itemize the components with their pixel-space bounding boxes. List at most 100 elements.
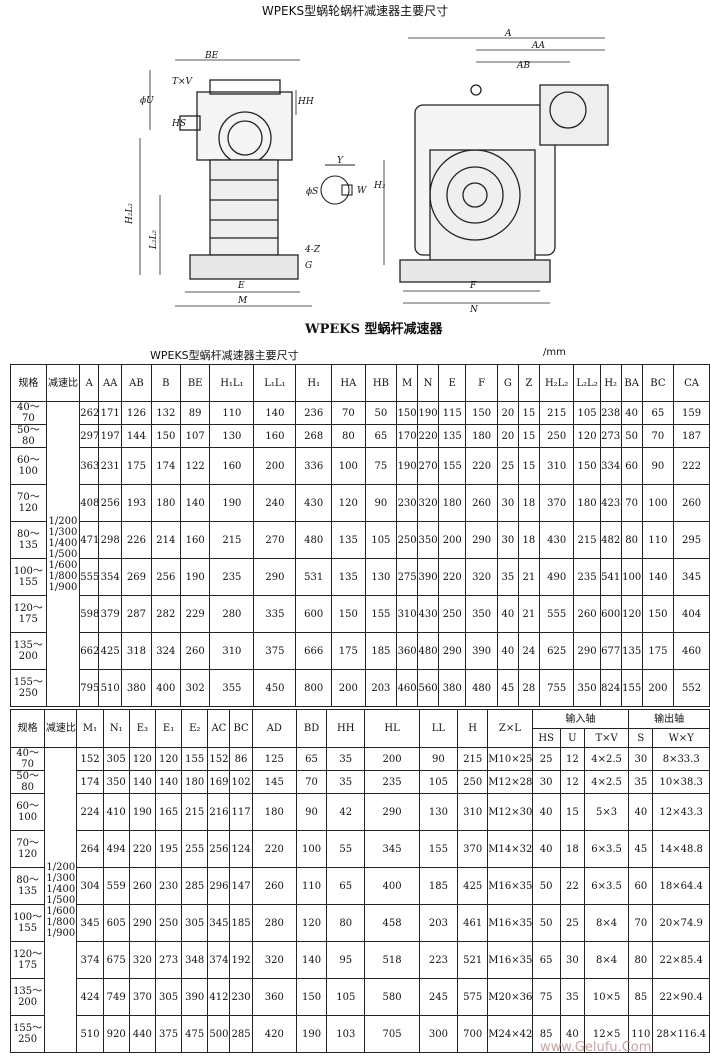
table-cell: M14×32 — [487, 830, 533, 868]
table-cell: 282 — [150, 595, 181, 633]
table-cell: 250 — [438, 595, 467, 633]
table-cell: 8×4 — [583, 904, 630, 942]
table-cell: 800 — [295, 669, 333, 707]
table-cell: 290 — [438, 632, 467, 670]
table-cell: 152 — [207, 747, 231, 771]
table-cell: 461 — [457, 904, 489, 942]
table-cell: 755 — [538, 669, 575, 707]
table-cell: 420 — [251, 1015, 297, 1053]
table-cell: 500 — [207, 1015, 231, 1053]
table-cell: 423 — [599, 484, 622, 522]
table-cell: 70 — [628, 904, 654, 942]
table-cell: 440 — [128, 1015, 156, 1053]
table-cell: 336 — [295, 447, 333, 485]
table-cell: 22×90.4 — [652, 978, 710, 1016]
column-subheader: HS — [531, 728, 561, 748]
table-cell: 310 — [396, 595, 419, 633]
watermark: www.Gelufu.Com — [540, 1040, 652, 1055]
table-cell: 135 — [620, 632, 643, 670]
table-cell: 605 — [102, 904, 130, 942]
table-cell: 260 — [465, 484, 498, 522]
table-cell: 575 — [457, 978, 489, 1016]
table-cell: 458 — [364, 904, 420, 942]
spec-cell: 120～175 — [9, 941, 46, 979]
column-header: AC — [207, 709, 231, 748]
table-cell: 21 — [517, 595, 540, 633]
column-header: HA — [331, 364, 366, 402]
table-cell: 285 — [229, 1015, 253, 1053]
table-cell: 175 — [641, 632, 675, 670]
table-cell: 60 — [628, 867, 654, 905]
table-cell: 140 — [641, 558, 675, 596]
spec-cell: 60～100 — [10, 447, 47, 485]
table-cell: 345 — [673, 558, 710, 596]
svg-text:L₂L₂: L₂L₂ — [149, 229, 159, 250]
table-cell: 600 — [599, 595, 622, 633]
page-title: WPEKS型蜗轮蜗杆减速器主要尺寸 — [261, 4, 449, 18]
column-subheader: T×V — [583, 728, 630, 748]
table-cell: M16×35 — [487, 904, 533, 942]
table-cell: 144 — [121, 424, 152, 448]
table-cell: 260 — [673, 484, 710, 522]
table-cell: 165 — [154, 793, 183, 831]
table-cell: 190 — [396, 447, 419, 485]
table-cell: 345 — [76, 904, 104, 942]
svg-text:ϕU: ϕU — [140, 96, 154, 106]
table-cell: 21 — [517, 558, 540, 596]
table-cell: 110 — [641, 521, 675, 559]
column-header: Z — [517, 364, 540, 402]
table-cell: 10×5 — [583, 978, 630, 1016]
table-cell: 320 — [251, 941, 297, 979]
table-cell: 65 — [641, 401, 675, 425]
table-cell: 103 — [326, 1015, 366, 1053]
gearbox-drawing: BE T×V ϕU HS HH H₂L₂ L₂L₂ E M 4-Z G Y ϕS… — [0, 20, 710, 342]
table-cell: 345 — [364, 830, 420, 868]
table-cell: 370 — [128, 978, 156, 1016]
table-cell: 12 — [559, 770, 585, 794]
table-cell: 824 — [599, 669, 622, 707]
table-cell: 10×38.3 — [652, 770, 710, 794]
table-cell: 135 — [438, 424, 467, 448]
table-cell: 598 — [79, 595, 100, 633]
table-cell: 190 — [179, 558, 211, 596]
column-header: H₂ — [599, 364, 622, 402]
table-cell: 35 — [326, 770, 366, 794]
table-cell: 412 — [207, 978, 231, 1016]
table-cell: 6×3.5 — [583, 867, 630, 905]
table-cell: 190 — [209, 484, 255, 522]
table-cell: 480 — [465, 669, 498, 707]
table-cell: 235 — [209, 558, 255, 596]
table-cell: 216 — [207, 793, 231, 831]
table-cell: 12 — [559, 747, 585, 771]
table-cell: 180 — [573, 484, 601, 522]
column-header: AD — [251, 709, 297, 748]
table-cell: 180 — [438, 484, 467, 522]
table-cell: 30 — [531, 770, 561, 794]
table-cell: 290 — [465, 521, 498, 559]
table-cell: 15 — [517, 447, 540, 485]
table-cell: 215 — [538, 401, 575, 425]
table-cell: 50 — [531, 867, 561, 905]
spec-cell: 50～80 — [10, 424, 47, 448]
column-subheader: W×Y — [652, 728, 710, 748]
table-cell: 374 — [76, 941, 104, 979]
table-cell: 490 — [538, 558, 575, 596]
table-cell: 100 — [620, 558, 643, 596]
table-cell: 174 — [76, 770, 104, 794]
table-cell: 318 — [121, 632, 152, 670]
table-cell: M10×25 — [487, 747, 533, 771]
table-cell: 45 — [628, 830, 654, 868]
table-cell: 25 — [559, 904, 585, 942]
column-header: 减速比 — [45, 364, 81, 402]
table-cell: 120 — [128, 747, 156, 771]
table-cell: 12×5 — [583, 1015, 630, 1053]
table-cell: 666 — [295, 632, 333, 670]
table-cell: 425 — [457, 867, 489, 905]
table-cell: 705 — [364, 1015, 420, 1053]
